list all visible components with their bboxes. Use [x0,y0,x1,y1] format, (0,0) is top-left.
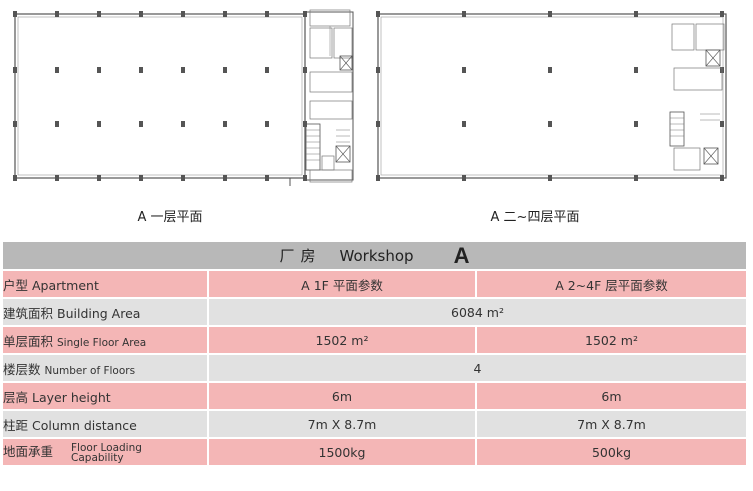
column-marker [13,11,17,17]
spec-table: 厂房 Workshop A 户型 Apartment A 1F 平面参数 A 2… [3,242,746,465]
column-marker [139,175,143,181]
row-value-2-4f: 6m [475,381,746,409]
column-marker [139,121,143,127]
column-marker [97,121,101,127]
section-header: 厂房 Workshop A [3,242,746,269]
column-marker [223,175,227,181]
row-value-1f: 7m X 8.7m [207,409,475,437]
column-marker [223,67,227,73]
column-marker [55,175,59,181]
row-value-2-4f: 500kg [475,437,746,465]
column-marker [720,11,724,17]
column-marker [720,175,724,181]
column-marker [376,121,380,127]
row-value-2-4f: 1502 m² [475,325,746,353]
column-marker [376,11,380,17]
column-marker [548,67,552,73]
header-letter: A [453,242,470,268]
row-label: 建筑面积 Building Area [3,297,207,325]
column-marker [462,67,466,73]
column-marker [548,11,552,17]
column-marker [720,121,724,127]
floor-plan-1f [10,6,360,190]
column-marker [548,175,552,181]
column-marker [13,121,17,127]
column-marker [265,11,269,17]
column-marker [13,67,17,73]
column-marker [97,175,101,181]
floor-plan-2-4f [374,8,734,184]
column-marker [634,11,638,17]
column-marker [181,67,185,73]
parameter-table: 户型 Apartment A 1F 平面参数 A 2~4F 层平面参数 建筑面积… [3,269,746,465]
caption-plan-1f: A 一层平面 [137,210,203,225]
column-marker [55,121,59,127]
column-marker [634,67,638,73]
column-marker [181,11,185,17]
row-value-1f: 6m [207,381,475,409]
row-label: 柱距 Column distance [3,409,207,437]
col-header-label: 户型 Apartment [3,269,207,297]
column-marker [55,11,59,17]
column-marker [13,175,17,181]
column-marker [265,121,269,127]
column-marker [548,121,552,127]
row-label: 层高 Layer height [3,381,207,409]
column-marker [139,67,143,73]
col-header-1f: A 1F 平面参数 [207,269,475,297]
row-value-1f: 1500kg [207,437,475,465]
column-marker [634,175,638,181]
row-value-2-4f: 7m X 8.7m [475,409,746,437]
table-row: 层高 Layer height 6m 6m [3,381,746,409]
table-row: 楼层数 Number of Floors 4 [3,353,746,381]
table-header-row: 户型 Apartment A 1F 平面参数 A 2~4F 层平面参数 [3,269,746,297]
column-marker [265,175,269,181]
column-marker [181,121,185,127]
column-marker [97,11,101,17]
row-value-merged: 6084 m² [207,297,746,325]
column-marker [223,11,227,17]
header-title-en: Workshop [339,246,414,265]
column-marker [376,175,380,181]
col-header-2-4f: A 2~4F 层平面参数 [475,269,746,297]
caption-plan-2-4f: A 二~四层平面 [490,210,580,225]
row-value-merged: 4 [207,353,746,381]
column-marker [223,121,227,127]
column-marker [265,67,269,73]
table-row: 建筑面积 Building Area 6084 m² [3,297,746,325]
column-marker [139,11,143,17]
column-marker [55,67,59,73]
table-row: 柱距 Column distance 7m X 8.7m 7m X 8.7m [3,409,746,437]
row-value-1f: 1502 m² [207,325,475,353]
column-marker [634,121,638,127]
table-row: 单层面积 Single Floor Area 1502 m² 1502 m² [3,325,746,353]
column-marker [462,11,466,17]
column-marker [376,67,380,73]
column-marker [97,67,101,73]
column-marker [462,121,466,127]
row-label: 单层面积 Single Floor Area [3,325,207,353]
row-label: 楼层数 Number of Floors [3,353,207,381]
header-title-cn: 厂房 [279,247,322,265]
column-marker [181,175,185,181]
column-marker [462,175,466,181]
